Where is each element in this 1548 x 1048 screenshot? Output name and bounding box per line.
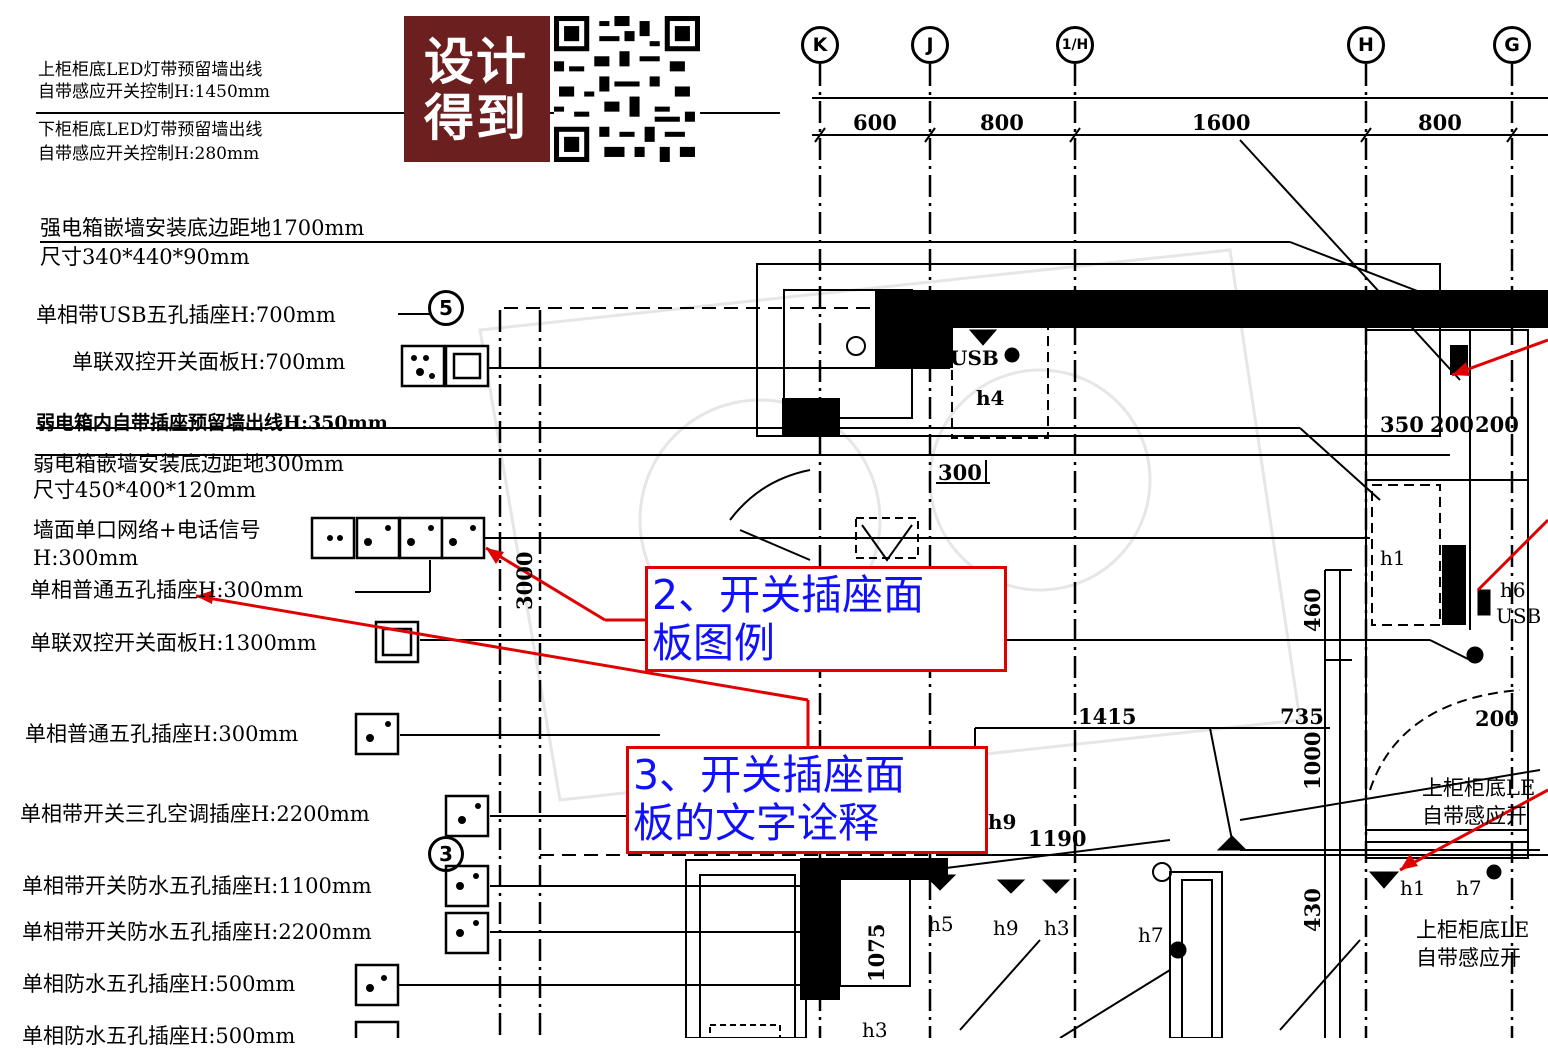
circle-marker-3-label: 3 xyxy=(439,842,453,866)
dim-800-b: 800 xyxy=(1418,110,1462,135)
grid-bubble-1H: 1/H xyxy=(1056,26,1094,64)
grid-bubble-G: G xyxy=(1493,26,1531,64)
dim-1415: 1415 xyxy=(1078,704,1137,729)
legend-label-socket-300-a: 单相普通五孔插座H:300mm xyxy=(30,578,304,602)
logo-line2: 得到 xyxy=(424,89,528,147)
pipe-circle xyxy=(846,336,866,356)
legend-label-switch-700: 单联双控开关面板H:700mm xyxy=(72,350,346,374)
dim-1075: 1075 xyxy=(864,923,889,982)
dim-1600: 1600 xyxy=(1192,110,1251,135)
dim-800-a: 800 xyxy=(980,110,1024,135)
grid-axis-lines xyxy=(498,64,1514,1038)
dim-300: 300 xyxy=(938,460,982,485)
grid-bubble-K: K xyxy=(801,26,839,64)
qr-code xyxy=(554,16,700,162)
tag-h1-lower: h1 xyxy=(1400,876,1426,900)
dim-1000: 1000 xyxy=(1300,731,1325,790)
dim-200-a: 200 xyxy=(1430,412,1474,437)
grid-bubble-G-label: G xyxy=(1504,34,1520,56)
right-note-3: 上柜柜底LE xyxy=(1416,918,1530,942)
dim-1190: 1190 xyxy=(1028,826,1087,851)
dim-3000: 3000 xyxy=(512,551,537,610)
header-note-2: 自带感应开关控制H:1450mm xyxy=(38,82,271,102)
plan-outlet-symbols xyxy=(923,329,1502,959)
tag-h4: h4 xyxy=(976,386,1005,410)
tag-h1-upper: h1 xyxy=(1380,546,1406,570)
legend-symbols xyxy=(310,344,490,1038)
circle-marker-5: 5 xyxy=(428,290,464,326)
header-note-3: 下柜柜底LED灯带预留墙出线 xyxy=(38,120,263,140)
grid-bubble-K-label: K xyxy=(812,34,828,56)
tag-usb: USB xyxy=(950,346,999,370)
brand-logo: 设计 得到 xyxy=(404,16,550,162)
logo-line1: 设计 xyxy=(424,33,528,91)
top-dimension-line xyxy=(812,97,1548,143)
tag-h9: h9 xyxy=(993,916,1019,940)
right-note-2: 自带感应开 xyxy=(1422,804,1527,828)
grid-bubble-J: J xyxy=(911,26,949,64)
legend-label-switch-1300: 单联双控开关面板H:1300mm xyxy=(30,631,317,655)
legend-label-waterproof-1100: 单相带开关防水五孔插座H:1100mm xyxy=(22,874,372,898)
annotation-arrows xyxy=(195,338,1548,872)
solid-walls xyxy=(782,290,1548,1000)
legend-symbol-marks xyxy=(327,355,481,992)
legend-label-weak-box-size: 尺寸450*400*120mm xyxy=(33,478,257,502)
tag-h9-upper: h9 xyxy=(988,810,1017,834)
dim-430: 430 xyxy=(1300,888,1325,932)
circle-marker-3: 3 xyxy=(428,836,464,872)
tag-h7-right: h7 xyxy=(1456,876,1482,900)
legend-label-strong-box-size: 尺寸340*440*90mm xyxy=(40,245,250,269)
legend-label-weak-box: 弱电箱嵌墙安装底边距地300mm xyxy=(33,452,344,476)
legend-label-waterproof-500-a: 单相防水五孔插座H:500mm xyxy=(22,972,296,996)
tag-h3: h3 xyxy=(1044,916,1070,940)
legend-label-usb-socket: 单相带USB五孔插座H:700mm xyxy=(36,303,336,327)
grid-bubble-H-label: H xyxy=(1358,34,1374,56)
dim-200-b: 200 xyxy=(1475,412,1519,437)
header-note-4: 自带感应开关控制H:280mm xyxy=(38,144,260,164)
annotation-arrowheads xyxy=(196,362,1470,870)
legend-label-waterproof-500-b: 单相防水五孔插座H:500mm xyxy=(22,1024,296,1048)
tag-h7-left: h7 xyxy=(1138,923,1164,947)
legend-label-network: 墙面单口网络+电话信号 xyxy=(33,518,261,542)
legend-label-socket-300-b: 单相普通五孔插座H:300mm xyxy=(25,722,299,746)
annotation-legend-line1: 2、开关插座面 xyxy=(652,571,925,619)
legend-label-network-height: H:300mm xyxy=(33,546,139,570)
legend-label-weak-box-socket: 弱电箱内自带插座预留墙出线H:350mm xyxy=(36,412,388,434)
circle-marker-5-label: 5 xyxy=(439,296,453,320)
dim-200-c: 200 xyxy=(1475,706,1519,731)
dim-460: 460 xyxy=(1300,588,1325,632)
dim-350: 350 xyxy=(1380,412,1424,437)
grid-bubble-J-label: J xyxy=(926,34,934,56)
tag-h3-bottom: h3 xyxy=(862,1018,888,1042)
legend-label-waterproof-2200: 单相带开关防水五孔插座H:2200mm xyxy=(22,920,372,944)
grid-bubble-H: H xyxy=(1347,26,1385,64)
grid-bubble-1H-label: 1/H xyxy=(1061,37,1089,53)
dim-735: 735 xyxy=(1280,704,1324,729)
annotation-text-line2: 板的文字诠释 xyxy=(633,799,879,847)
tag-h6: h6 xyxy=(1500,578,1526,602)
annotation-text-explanation: 3、开关插座面 板的文字诠释 xyxy=(626,746,988,854)
right-note-4: 自带感应开 xyxy=(1416,946,1521,970)
annotation-text-line1: 3、开关插座面 xyxy=(633,751,906,799)
legend-label-ac-socket: 单相带开关三孔空调插座H:2200mm xyxy=(20,802,370,826)
tag-usb-right: USB xyxy=(1496,604,1542,628)
annotation-legend: 2、开关插座面 板图例 xyxy=(645,566,1007,672)
header-note-1: 上柜柜底LED灯带预留墙出线 xyxy=(38,60,263,80)
legend-label-strong-box: 强电箱嵌墙安装底边距地1700mm xyxy=(40,216,365,240)
right-note-1: 上柜柜底LE xyxy=(1422,776,1536,800)
tag-h5: h5 xyxy=(928,912,954,936)
annotation-legend-line2: 板图例 xyxy=(652,619,775,667)
dim-600: 600 xyxy=(853,110,897,135)
